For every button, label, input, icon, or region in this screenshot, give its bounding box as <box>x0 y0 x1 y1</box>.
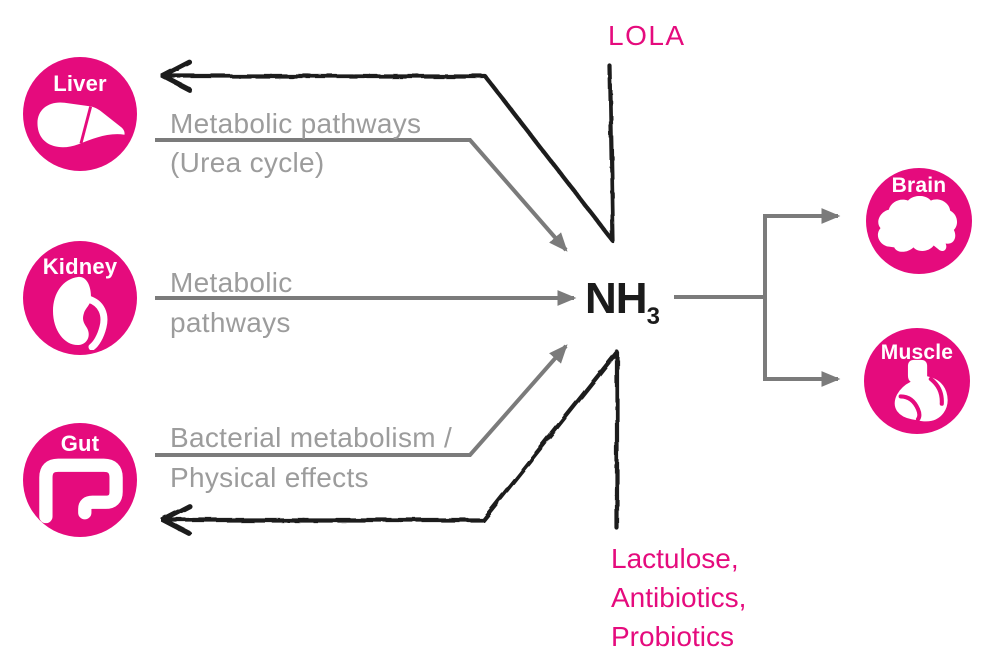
gut-icon <box>39 458 123 524</box>
liver-pathway-label-line1: Metabolic pathways <box>170 108 422 139</box>
kidney-pathway-label-line1: Metabolic <box>170 267 293 298</box>
nh3-formula: NH <box>585 274 648 323</box>
treatment-line-lactulose: Lactulose, <box>611 543 739 574</box>
kidney-icon <box>53 276 108 350</box>
liver-badge-label: Liver <box>53 71 107 96</box>
brain-badge: Brain <box>866 168 972 274</box>
treatment-line-antibiotics: Antibiotics, <box>611 582 747 613</box>
kidney-badge: Kidney <box>23 241 137 355</box>
bottom-treatments-label: Lactulose, Antibiotics, Probiotics <box>611 539 746 656</box>
brain-icon <box>877 196 958 252</box>
lactulose-treatment-arrow <box>164 349 620 528</box>
brain-badge-label: Brain <box>891 174 947 197</box>
liver-pathway-arrow <box>155 138 568 252</box>
gut-badge-label: Gut <box>60 431 100 456</box>
gut-pathway-label-line2: Physical effects <box>170 462 369 493</box>
gut-pathway-label-line1: Bacterial metabolism / <box>170 422 453 453</box>
liver-pathway-label-line2: (Urea cycle) <box>170 147 325 178</box>
muscle-badge-label: Muscle <box>880 341 954 364</box>
gut-pathway-arrow <box>155 344 568 457</box>
treatment-line-probiotics: Probiotics <box>611 621 734 652</box>
lola-label: LOLA <box>608 20 686 51</box>
liver-badge: Liver <box>23 57 137 171</box>
muscle-icon <box>894 359 948 422</box>
gut-badge: Gut <box>23 423 137 537</box>
muscle-badge: Muscle <box>864 328 970 434</box>
kidney-badge-label: Kidney <box>42 254 118 279</box>
kidney-pathway-label-line2: pathways <box>170 307 291 338</box>
lola-treatment-arrow <box>164 66 616 244</box>
liver-icon <box>37 102 125 148</box>
nh3-subscript: 3 <box>646 303 660 330</box>
nh3-molecule-label: NH3 <box>585 274 660 330</box>
